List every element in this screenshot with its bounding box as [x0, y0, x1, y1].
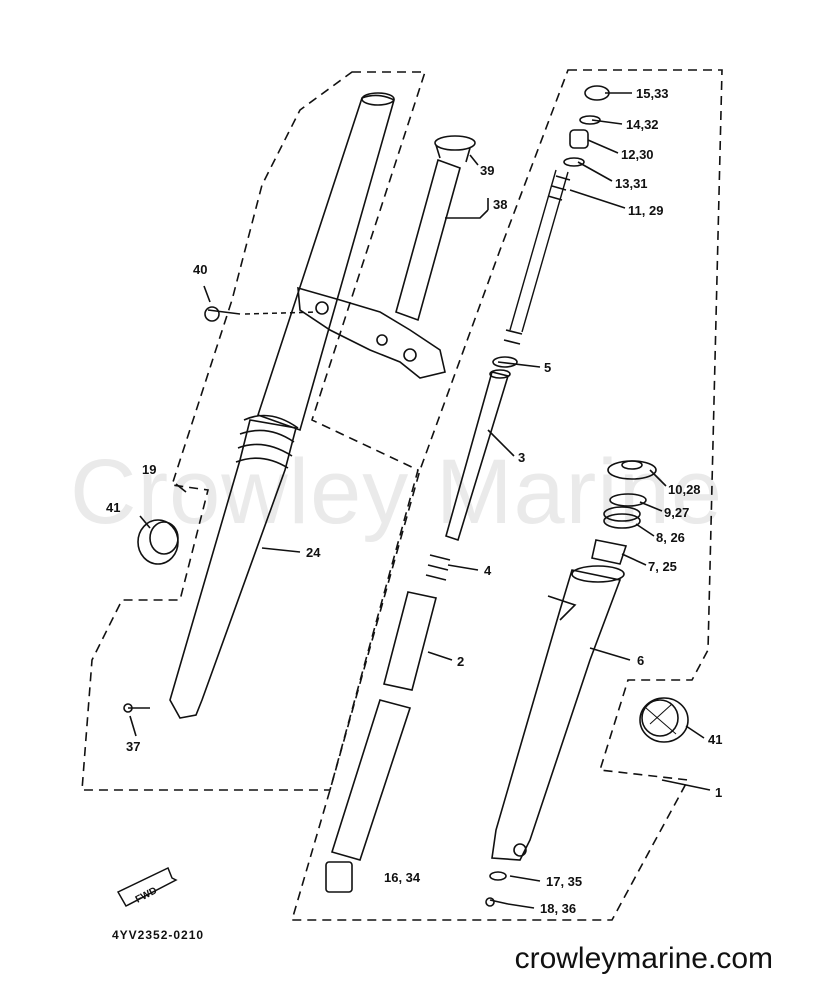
- right-outer-tube: [491, 569, 622, 861]
- callout-13-31: 13,31: [615, 176, 648, 191]
- callout-1: 1: [715, 785, 723, 800]
- dust-seal: [607, 460, 657, 480]
- callout-9-27: 9,27: [664, 505, 690, 520]
- callout-37: 37: [126, 739, 141, 754]
- left-tube-top: [361, 92, 395, 106]
- fwd-arrow-icon: [116, 866, 178, 907]
- callout-3: 3: [518, 450, 526, 465]
- callout-39: 39: [480, 163, 495, 178]
- callout-41-right: 41: [708, 732, 723, 747]
- callout-12-30: 12,30: [621, 147, 654, 162]
- ring-13: [563, 157, 585, 167]
- clip: [609, 493, 647, 507]
- bolt-40: [207, 309, 241, 315]
- watermark-text: Crowley Marine: [70, 441, 724, 543]
- shaft-top-nut: [434, 135, 476, 151]
- callout-4: 4: [484, 563, 492, 578]
- oil-lock-piece: [325, 861, 353, 893]
- callout-17-35: 17, 35: [546, 874, 583, 889]
- callout-6: 6: [637, 653, 645, 668]
- callout-15-33: 15,33: [636, 86, 669, 101]
- rebound-spring: [425, 554, 451, 581]
- washer-17: [489, 871, 507, 881]
- steering-bracket: [297, 286, 446, 379]
- callout-24: 24: [306, 545, 321, 560]
- callout-40: 40: [193, 262, 208, 277]
- left-outer-tube: [169, 419, 297, 719]
- fork-spring: [509, 169, 557, 331]
- callout-14-32: 14,32: [626, 117, 659, 132]
- drawing-code: 4YV2352-0210: [112, 928, 205, 942]
- collar: [591, 539, 628, 565]
- callout-18-36: 18, 36: [540, 901, 577, 916]
- bolt-18: [489, 899, 509, 905]
- callout-38: 38: [493, 197, 508, 212]
- callout-16-34: 16, 34: [384, 870, 421, 885]
- damper-rod: [445, 371, 510, 542]
- fork-inner-tube: [383, 591, 437, 691]
- callout-10-28: 10,28: [668, 482, 701, 497]
- left-fork-boot: [235, 414, 299, 469]
- callout-5: 5: [544, 360, 552, 375]
- spacer-12: [569, 129, 589, 149]
- left-assembly-boundary: [81, 71, 427, 791]
- clip-top: [579, 115, 601, 125]
- callout-19: 19: [142, 462, 157, 477]
- steering-shaft: [395, 158, 461, 322]
- callout-2: 2: [457, 654, 465, 669]
- callout-41-left: 41: [106, 500, 121, 515]
- callout-8-26: 8, 26: [656, 530, 685, 545]
- oil-seal-right: [639, 697, 689, 743]
- left-inner-tube: [256, 94, 395, 432]
- oil-seal-left: [137, 519, 179, 565]
- oil-seal: [603, 513, 641, 529]
- callout-7-25: 7, 25: [648, 559, 677, 574]
- site-url[interactable]: crowleymarine.com: [514, 942, 773, 975]
- callout-11-29: 11, 29: [628, 203, 664, 218]
